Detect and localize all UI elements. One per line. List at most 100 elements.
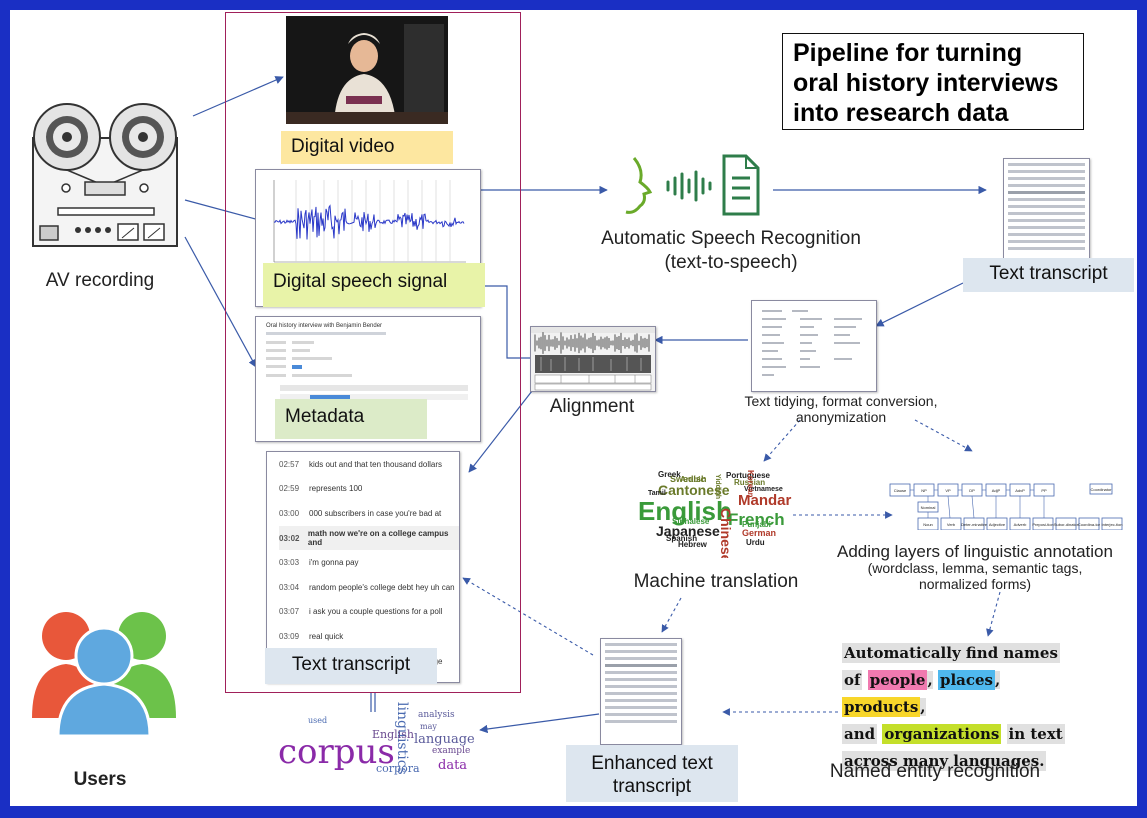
cloud-word: Russian — [734, 478, 766, 487]
phrase-node: Clause — [889, 483, 911, 497]
svg-text:Coordinator: Coordinator — [1091, 487, 1113, 492]
phrase-node: AdvP — [1009, 483, 1031, 497]
tape-recorder-icon — [32, 103, 178, 247]
ner-example-text: Automatically find names of people, plac… — [842, 643, 1065, 771]
ner-entity-places: places — [937, 670, 995, 690]
transcript-text: i ask you a couple questions for a poll — [309, 607, 443, 617]
cloud-word: language — [414, 732, 475, 747]
cloud-word: data — [438, 758, 468, 773]
svg-text:Interjec-tion: Interjec-tion — [1102, 522, 1123, 527]
waveform-plot — [273, 180, 466, 263]
transcript-timestamp: 03:00 — [279, 508, 300, 518]
svg-text:Subor-dinator: Subor-dinator — [1054, 522, 1079, 527]
wordclass-node: Interjec-tion — [1102, 517, 1123, 530]
line-speech-to-alignment — [485, 285, 530, 359]
arrow-annotation-to-ner — [986, 591, 1001, 637]
svg-text:Verb: Verb — [947, 522, 956, 527]
phrase-node: DP — [961, 483, 983, 497]
diagram-title: Pipeline for turning oral history interv… — [782, 33, 1084, 130]
tidying-label-line2: anonymization — [795, 409, 887, 425]
cloud-word: German — [742, 528, 777, 538]
phrase-node: Nominal — [917, 501, 939, 513]
cloud-word: Arabic — [680, 475, 705, 484]
svg-text:Adverb: Adverb — [1014, 522, 1027, 527]
svg-text:Noun: Noun — [923, 522, 933, 527]
ner-line-1: Automatically find names — [842, 643, 1060, 663]
cloud-word: Swedish — [670, 474, 707, 484]
ner-entity-organizations: organizations — [882, 724, 1002, 744]
cloud-word: Japanese — [656, 523, 720, 539]
users-label: Users — [73, 769, 127, 790]
transcript-text: kids out and that ten thousand dollars — [309, 459, 442, 469]
cloud-word: French — [728, 510, 785, 529]
enhanced-transcript-label-line2: transcript — [612, 776, 692, 797]
transcript-row: 03:00 000 subscribers in case you're bad … — [279, 501, 459, 526]
phrase-node: PP — [1033, 483, 1055, 497]
wordclass-node: Noun — [917, 517, 939, 530]
svg-text:Preposi-tion: Preposi-tion — [1032, 522, 1053, 527]
wordclass-node: Deter-minative — [961, 517, 988, 530]
digital-speech-signal-label: Digital speech signal — [263, 263, 485, 307]
transcript-row: 03:07 i ask you a couple questions for a … — [279, 600, 459, 625]
av-recording-label: AV recording — [45, 270, 155, 291]
tree-edges — [910, 489, 1045, 519]
svg-text:Clause: Clause — [894, 488, 907, 493]
diagram-canvas: Pipeline for turning oral history interv… — [10, 10, 1137, 806]
asr-sublabel: (text-to-speech) — [664, 252, 798, 273]
enhanced-transcript-thumbnail — [600, 638, 682, 745]
svg-text:NP: NP — [921, 488, 927, 493]
tidied-transcript-thumbnail — [751, 300, 877, 392]
enhanced-transcript-label: Enhanced text transcript — [566, 745, 738, 802]
transcript-timestamp: 03:04 — [279, 582, 300, 592]
svg-text:VP: VP — [945, 488, 951, 493]
annotation-sublabel-1: (wordclass, lemma, semantic tags, — [867, 560, 1083, 576]
text-transcript-right-label: Text transcript — [963, 258, 1134, 292]
asr-icon — [625, 154, 760, 216]
transcript-text: math now we're on a college campus and — [307, 529, 449, 548]
transcript-text: represents 100 — [309, 484, 363, 494]
cloud-word: Cantonese — [658, 482, 730, 498]
phrase-node: VP — [937, 483, 959, 497]
svg-text:DP: DP — [969, 488, 975, 493]
corpus-word-cloud: corpus linguistics English language corp… — [278, 702, 478, 782]
svg-text:AdvP: AdvP — [1015, 488, 1025, 493]
svg-text:Nominal: Nominal — [921, 505, 936, 510]
wordclass-node: Preposi-tion — [1032, 517, 1054, 530]
annotation-sublabel-2: normalized forms) — [918, 576, 1032, 592]
metadata-label: Metadata — [275, 399, 427, 439]
digital-video-label: Digital video — [281, 131, 453, 164]
cloud-word: Hebrew — [678, 540, 707, 549]
cloud-word: Vietnamese — [744, 486, 783, 493]
metadata-record-title: Oral history interview with Benjamin Ben… — [266, 323, 383, 329]
translation-word-cloud: English French Cantonese Japanese Chines… — [630, 470, 792, 558]
arrow-tidy-to-annotation — [914, 419, 973, 452]
video-thumbnail — [286, 16, 448, 124]
cloud-word: Korean — [746, 470, 755, 498]
transcript-row: 03:02 math now we're on a college campus … — [279, 525, 459, 551]
source-data-container — [225, 12, 521, 693]
ner-entity-people: people — [867, 670, 928, 690]
side-node: Coordinator — [1089, 483, 1113, 495]
ner-word-and: and — [842, 724, 878, 744]
cloud-word: example — [432, 746, 471, 756]
cloud-word: Spanish — [666, 534, 698, 543]
cloud-word: analysis — [418, 710, 455, 720]
cloud-word: Portuguese — [726, 471, 771, 480]
wordclass-node: Verb — [940, 517, 962, 530]
wordclass-node: Adverb — [1009, 517, 1031, 530]
transcript-timestamp: 03:07 — [279, 607, 300, 617]
wordclass-node: Coordina-tor — [1078, 517, 1101, 530]
phrase-node: AdjP — [985, 483, 1007, 497]
arrow-av-to-video — [192, 76, 284, 117]
svg-text:AdjP: AdjP — [992, 488, 1001, 493]
svg-text:Adjective: Adjective — [989, 522, 1006, 527]
transcript-text: 000 subscribers in case you're bad at — [309, 508, 442, 518]
ner-entity-products: products — [842, 697, 921, 717]
cloud-word: corpora — [376, 762, 420, 775]
transcript-text: real quick — [309, 631, 344, 641]
transcript-text: i'm gonna pay — [309, 558, 359, 568]
transcript-timestamp: 03:02 — [279, 533, 300, 543]
